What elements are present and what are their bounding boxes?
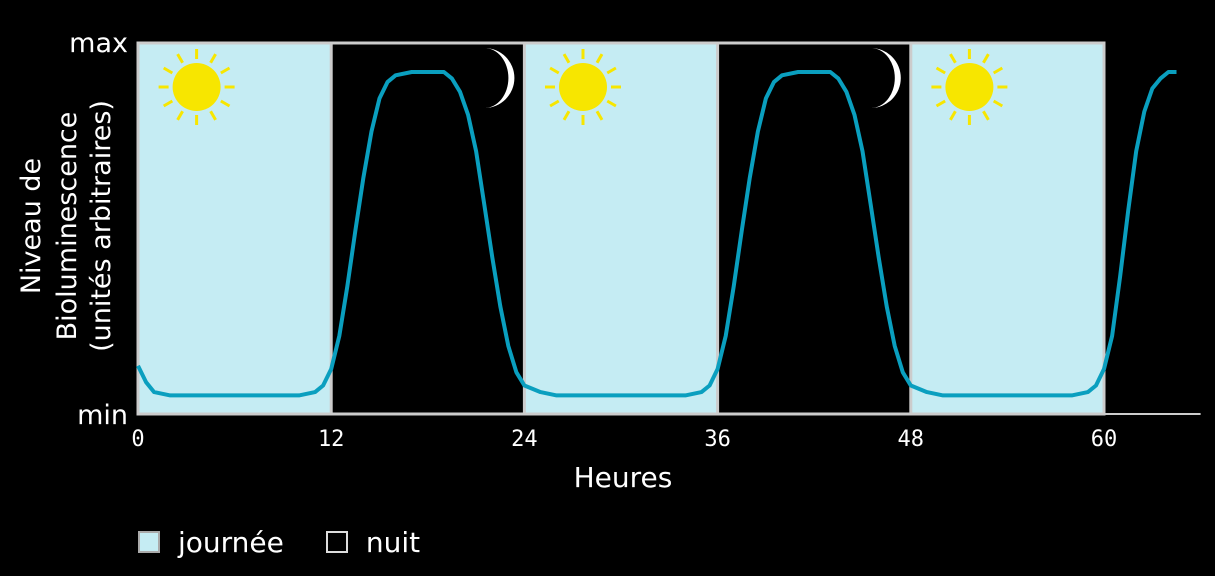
y-axis-title: Niveau de Bioluminescence (unités arbitr… [16,100,117,352]
bioluminescence-chart: max min 0 12 24 36 48 60 Heures Niveau de Bio… [16,28,1201,494]
y-tick-max: max [69,28,128,59]
day-band-0 [138,43,332,414]
y-axis-title-line-2: Bioluminescence [52,112,83,341]
sun-icon [158,49,235,125]
legend-label-day: journée [178,525,284,559]
x-tick-label: 0 [131,427,144,452]
bioluminescence-curve [136,70,1177,398]
moon-icon [870,48,901,108]
x-tick-label: 12 [318,427,345,452]
moon-icon [484,48,515,108]
legend-swatch-night [325,531,348,553]
sun-icon [931,49,1008,125]
day-band-4 [910,43,1104,414]
night-band-3 [717,43,911,414]
legend-item-night: nuit [325,525,421,559]
x-tick-label: 36 [704,427,731,452]
x-tick-label: 24 [511,427,538,452]
legend-item-day: journée [138,526,284,559]
x-axis-label: Heures [574,461,673,494]
y-tick-min: min [77,400,128,431]
legend: journée nuit [138,522,462,562]
y-axis-title-line-1: Niveau de [16,158,47,294]
x-tick-label: 48 [898,427,925,452]
plot-frame [136,41,1106,416]
x-tick-label: 60 [1091,427,1118,452]
day-band-2 [524,43,718,414]
night-band-1 [331,43,525,414]
legend-swatch-day [138,531,160,553]
legend-label-night: nuit [365,525,421,559]
sun-icon [545,49,621,125]
y-axis-title-line-3: (unités arbitraires) [86,100,117,352]
